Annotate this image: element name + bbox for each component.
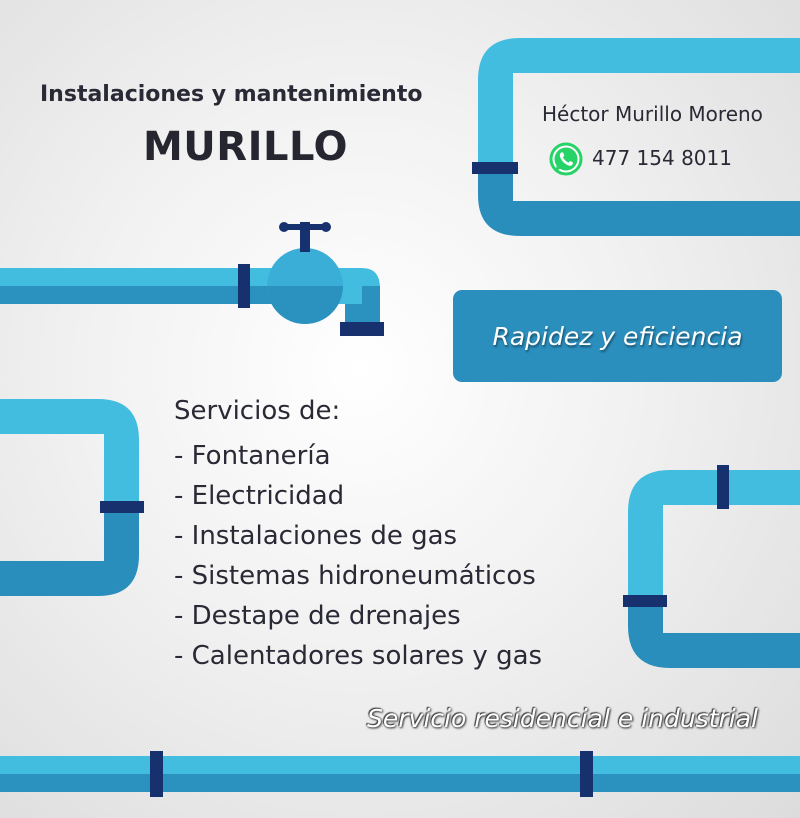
service-item: - Destape de drenajes xyxy=(174,601,461,631)
pipe-clamp xyxy=(717,465,729,509)
service-item: - Fontanería xyxy=(174,441,331,471)
pipe-bottom xyxy=(0,751,800,797)
faucet-pipe xyxy=(0,222,384,336)
service-item: - Instalaciones de gas xyxy=(174,521,458,551)
pipe-clamp xyxy=(100,501,144,513)
faucet-handle xyxy=(282,224,328,230)
business-subtitle: Instalaciones y mantenimiento xyxy=(40,82,423,107)
phone-number: 477 154 8011 xyxy=(592,146,732,170)
pipe-right xyxy=(623,465,800,668)
services-list: - Fontanería - Electricidad - Instalacio… xyxy=(174,436,542,676)
owner-name: Héctor Murillo Moreno xyxy=(542,102,763,126)
service-item: - Electricidad xyxy=(174,481,345,511)
slogan-banner: Rapidez y eficiencia xyxy=(453,290,782,382)
pipe-left xyxy=(0,399,144,596)
pipe-clamp xyxy=(238,264,250,308)
pipe-clamp xyxy=(150,751,163,797)
business-name: MURILLO xyxy=(143,124,349,170)
pipe-clamp xyxy=(472,162,518,174)
pipe-clamp xyxy=(580,751,593,797)
pipe-clamp xyxy=(623,595,667,607)
pipe-top-right xyxy=(472,38,800,236)
service-type-tagline: Servicio residencial e industrial xyxy=(367,704,758,733)
whatsapp-icon xyxy=(549,142,583,176)
service-item: - Sistemas hidroneumáticos xyxy=(174,561,536,591)
slogan-text: Rapidez y eficiencia xyxy=(492,321,743,351)
pipe-clamp xyxy=(340,322,384,336)
services-heading: Servicios de: xyxy=(174,396,341,426)
service-item: - Calentadores solares y gas xyxy=(174,641,543,671)
